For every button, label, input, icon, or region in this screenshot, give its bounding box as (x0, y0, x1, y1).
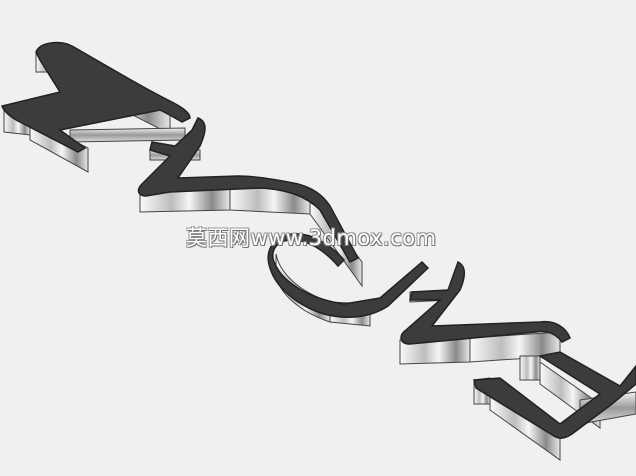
letter-e-solid (473, 351, 636, 461)
letter-a-solid (137, 117, 363, 288)
watermark-text: 莫西网www.3dmox.com (186, 226, 437, 250)
letter-k-solid (399, 260, 571, 365)
letter-z-solid (1, 41, 191, 173)
letter-c-solid (267, 233, 430, 327)
